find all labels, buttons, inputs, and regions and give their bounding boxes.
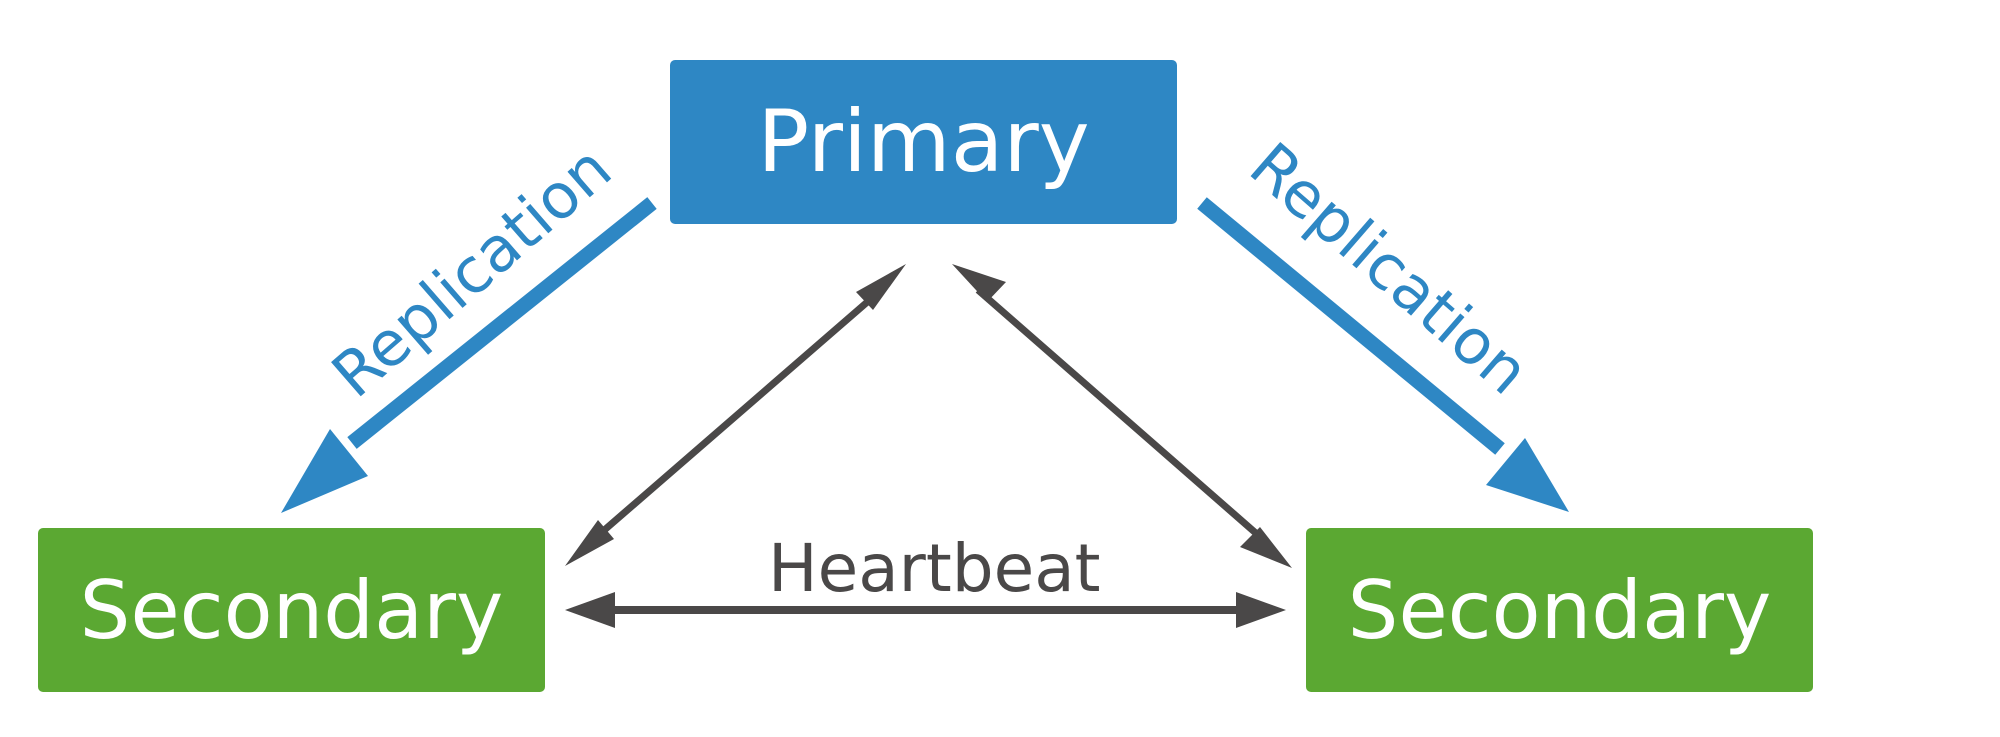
heartbeat-label: Heartbeat [768, 530, 1101, 607]
heartbeat-arrow-right-diagonal [952, 264, 1292, 568]
heartbeat-arrow-left-diagonal [565, 264, 906, 566]
secondary-left-label: Secondary [79, 563, 504, 657]
secondary-right-label: Secondary [1347, 563, 1772, 657]
secondary-node-right: Secondary [1306, 528, 1813, 692]
replication-arrow-left [281, 197, 657, 513]
heartbeat-arrow-horizontal [565, 592, 1286, 628]
replication-arrow-right [1197, 197, 1569, 512]
primary-label: Primary [757, 92, 1090, 192]
primary-node: Primary [670, 60, 1177, 224]
secondary-node-left: Secondary [38, 528, 545, 692]
